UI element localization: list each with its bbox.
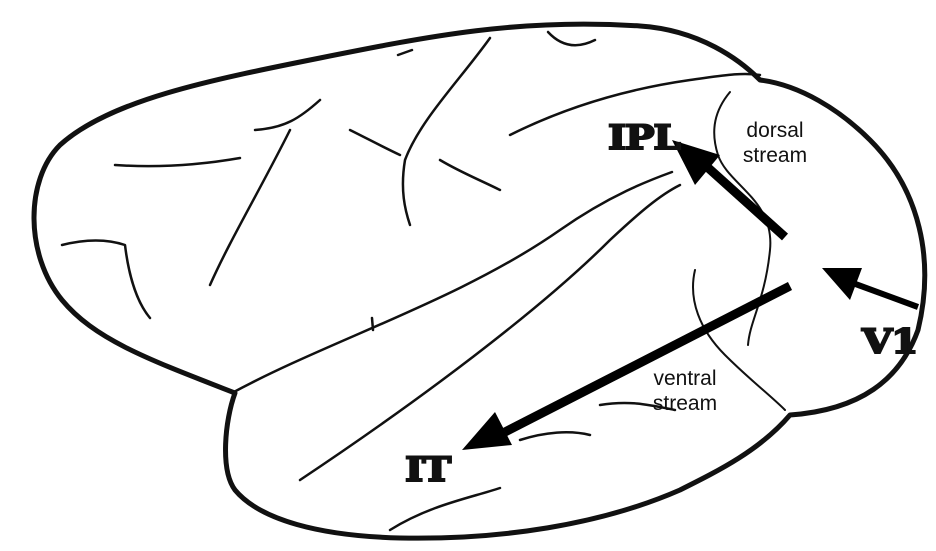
ventral-stream-line1: ventral [630, 366, 740, 391]
ventral-stream-line2: stream [630, 391, 740, 416]
dorsal-stream-line1: dorsal [720, 118, 830, 143]
dorsal-stream-label: dorsal stream [720, 118, 830, 168]
brain-outline [34, 24, 925, 538]
ipl-label: IPL [608, 118, 680, 158]
v1-label: V1 [862, 322, 917, 362]
ventral-stream-label: ventral stream [630, 366, 740, 416]
small-mark-lower [372, 318, 373, 330]
dorsal-stream-line2: stream [720, 143, 830, 168]
it-label: IT [405, 450, 450, 490]
